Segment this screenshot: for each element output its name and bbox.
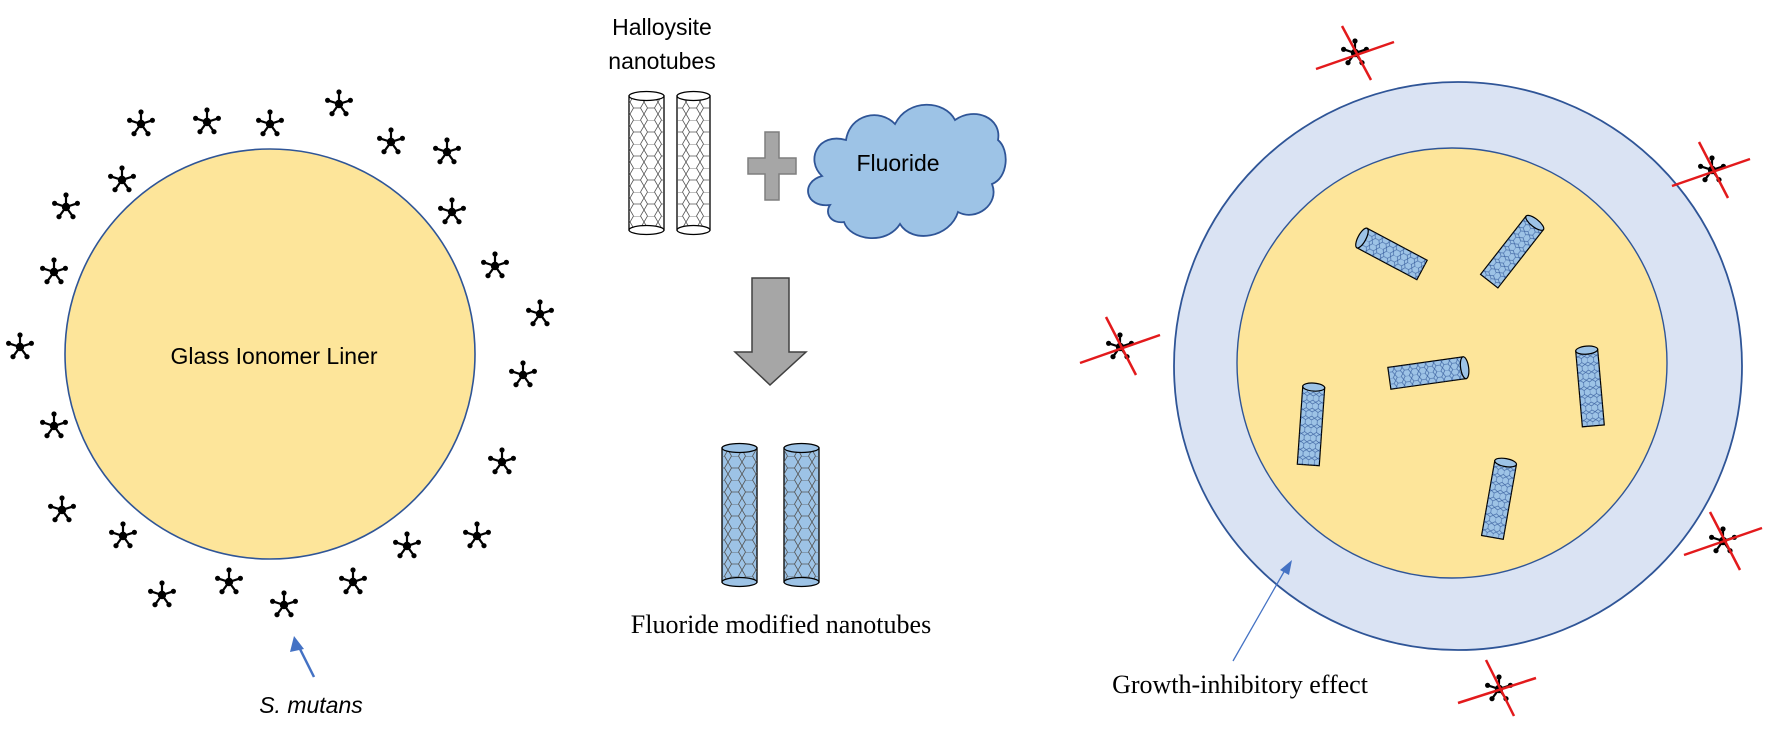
modified-nanotubes-label: Fluoride modified nanotubes	[631, 610, 931, 639]
bacterium-icon	[4, 331, 36, 361]
bacterium-icon	[337, 566, 369, 596]
bacterium-icon	[524, 298, 556, 328]
inhibited-bacteria	[1079, 25, 1763, 717]
fluoride-label: Fluoride	[856, 150, 939, 176]
bacterium-icon	[268, 589, 300, 619]
modified-nanotube	[783, 442, 820, 588]
bacterium-icon	[38, 256, 70, 286]
synthesis-panel: Halloysite nanotubes Fluoride	[608, 14, 1007, 639]
halloysite-label-line1: Halloysite	[612, 14, 712, 40]
liner-circle	[64, 148, 476, 560]
bacterium-icon	[486, 446, 518, 476]
bacterium-icon	[125, 108, 157, 138]
embedded-nanotube	[1480, 457, 1518, 541]
bacterium-icon	[50, 191, 82, 221]
bacterium-icon	[38, 410, 70, 440]
modified-liner-panel: Growth-inhibitory effect	[1079, 25, 1763, 717]
modified-nanotube	[721, 442, 758, 588]
bacterium-icon	[431, 136, 463, 166]
embedded-nanotube	[1355, 227, 1428, 281]
bacterium-icon	[146, 579, 178, 609]
bacterium-icon	[507, 359, 539, 389]
growth-inhibitory-label: Growth-inhibitory effect	[1112, 670, 1369, 699]
bacterium-icon	[107, 520, 139, 550]
bacterium-icon	[479, 250, 511, 280]
bacteria-label: S. mutans	[259, 692, 363, 718]
inhibited-bacterium-icon	[1671, 141, 1751, 199]
inhibited-bacterium-icon	[1079, 316, 1161, 376]
embedded-nanotube	[1479, 214, 1545, 289]
halloysite-label-line2: nanotubes	[608, 48, 715, 74]
growth-pointer-arrowhead	[1280, 560, 1292, 575]
embedded-nanotube	[1575, 345, 1605, 428]
bacterium-icon	[254, 108, 286, 138]
embedded-nanotube	[1296, 382, 1326, 467]
growth-pointer-arrow	[1232, 569, 1286, 662]
liner-label: Glass Ionomer Liner	[170, 343, 377, 369]
plus-icon	[747, 131, 797, 201]
inhibited-bacterium-icon	[1315, 25, 1395, 81]
bacterium-icon	[436, 196, 468, 226]
glass-ionomer-liner-panel: Glass Ionomer Liner	[4, 88, 556, 718]
embedded-nanotube	[1387, 356, 1470, 390]
bacterium-icon	[191, 106, 223, 136]
bacterium-icon	[391, 530, 423, 560]
bacterium-icon	[323, 88, 355, 118]
bacterium-icon	[106, 164, 138, 194]
bacterium-icon	[213, 566, 245, 596]
bacterium-icon	[461, 520, 493, 550]
bacteria-pointer-arrowhead	[290, 636, 304, 652]
inhibited-bacterium-icon	[1457, 659, 1537, 717]
bacterium-icon	[46, 494, 78, 524]
cloud-icon	[807, 103, 1007, 239]
bacterium-icon	[375, 126, 407, 156]
halloysite-nanotube	[676, 90, 711, 236]
halloysite-nanotube	[628, 90, 665, 236]
inhibited-bacterium-icon	[1683, 511, 1763, 571]
down-arrow-icon	[733, 277, 808, 387]
